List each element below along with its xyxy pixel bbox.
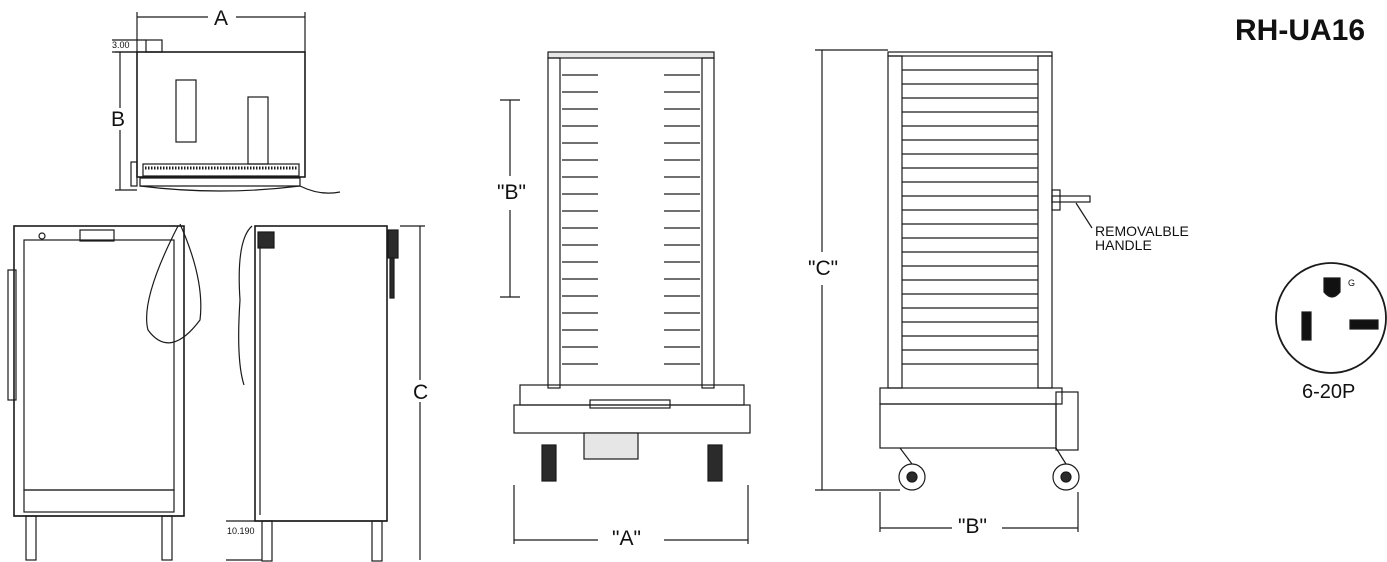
dim-3-label: 3.00 — [112, 40, 130, 50]
dim-b-quoted-label: "B" — [497, 181, 526, 204]
dim-c-quoted-label: "C" — [808, 257, 839, 280]
page-title: RH-UA16 — [1235, 14, 1366, 47]
dim-b-label: B — [111, 108, 126, 131]
handle-note-line1: REMOVALBLE — [1095, 223, 1189, 239]
dim-c-label: C — [413, 381, 429, 404]
plug-ground-label: G — [1348, 278, 1356, 288]
dim-b-quoted-label-2: "B" — [958, 515, 987, 538]
side-view-large — [815, 49, 1093, 532]
dim-a-quoted-label: "A" — [612, 527, 641, 550]
plug-6-20p-symbol — [1275, 262, 1387, 374]
front-view-large — [500, 51, 751, 544]
dim-10-label: 10.190 — [227, 526, 255, 536]
handle-note-line2: HANDLE — [1095, 237, 1152, 253]
dim-a-label: A — [214, 7, 229, 30]
front-view-small — [7, 223, 202, 561]
plug-name-label: 6-20P — [1302, 381, 1356, 403]
top-view — [112, 12, 341, 194]
side-view-small — [226, 225, 425, 562]
